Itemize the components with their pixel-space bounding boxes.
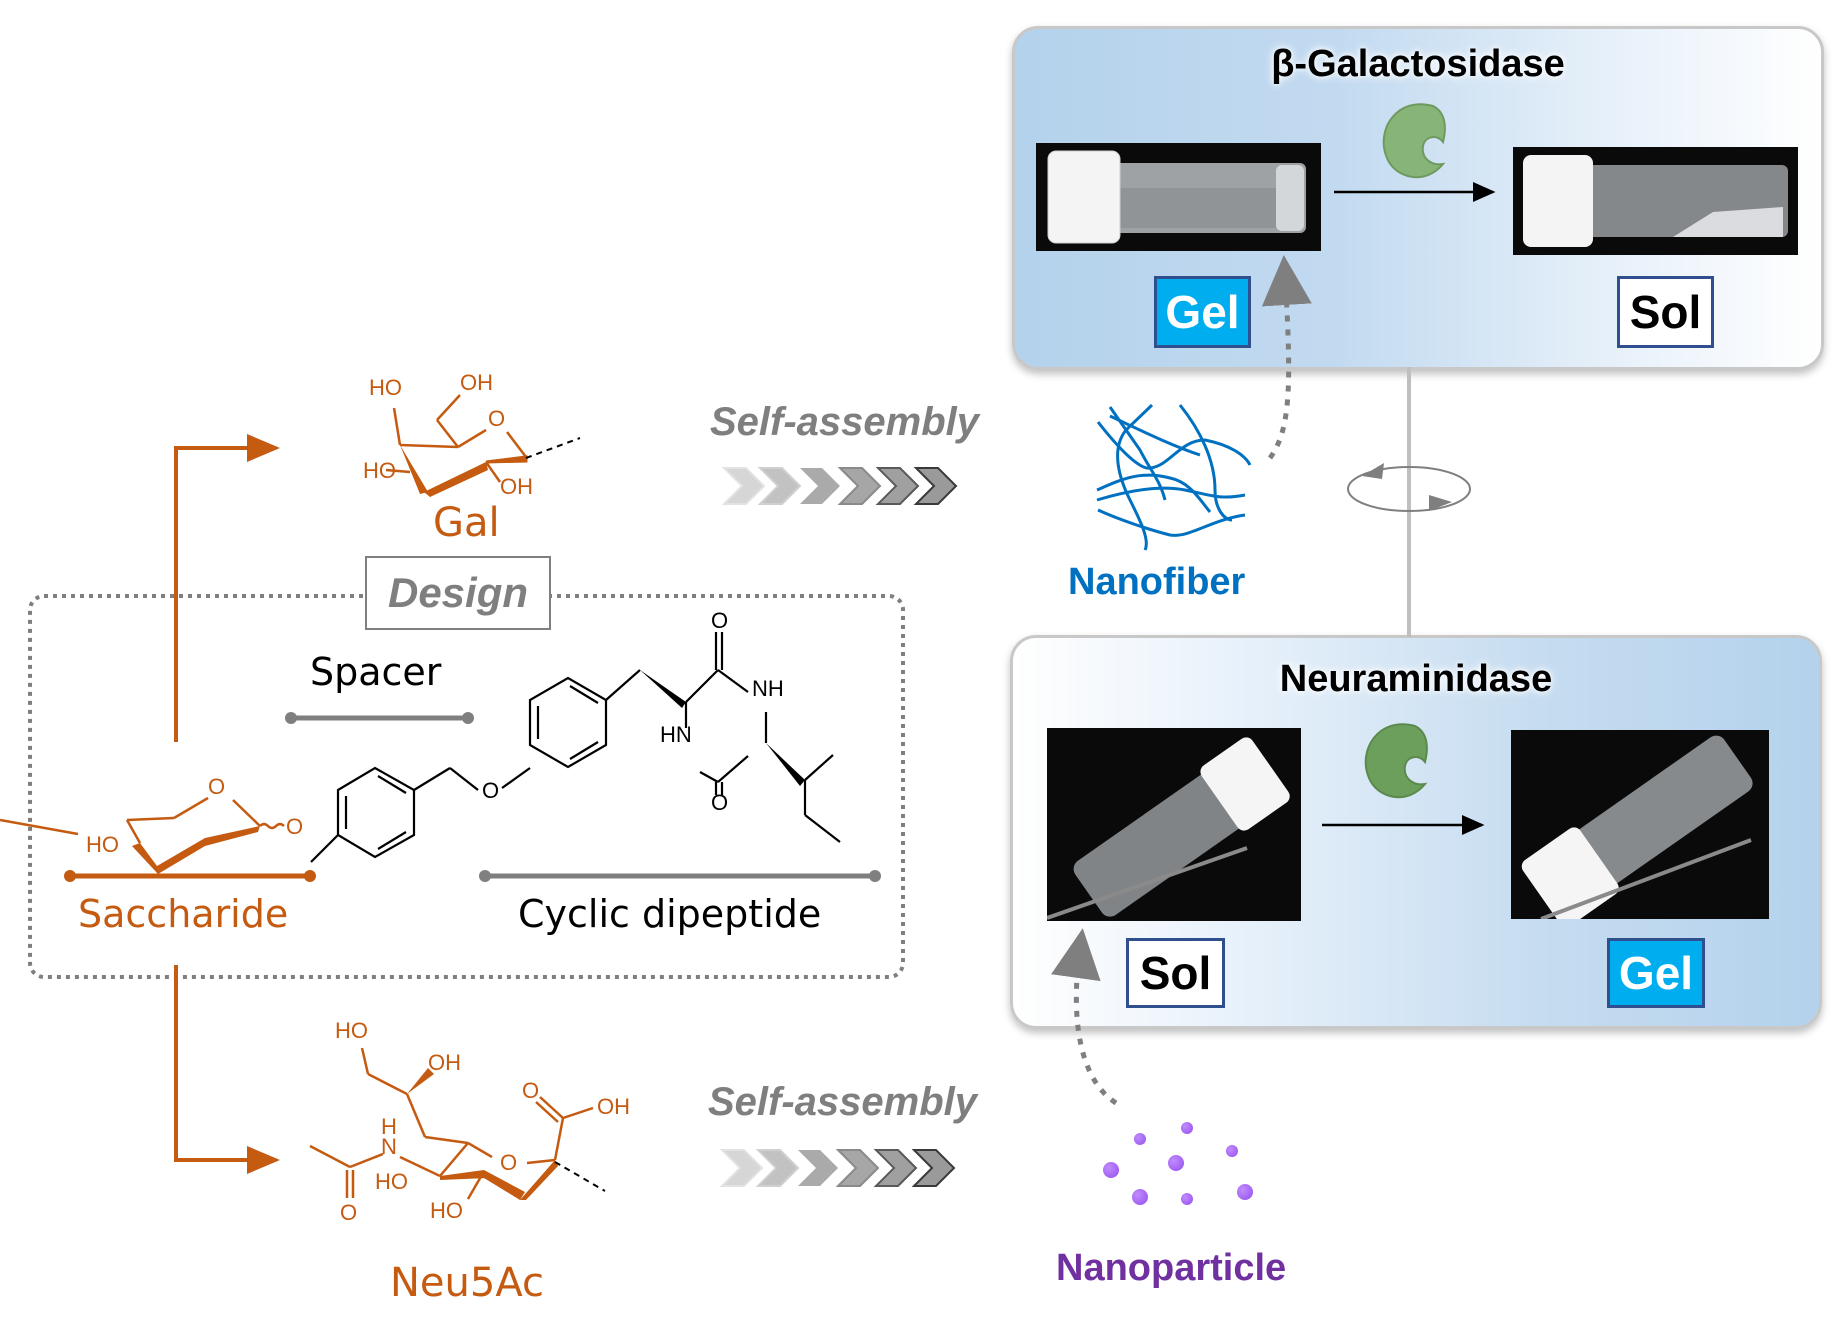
neu5ac-atom-ring-o: O <box>500 1150 518 1175</box>
vial-photo-sol-after-galactosidase <box>1513 147 1798 255</box>
neu5ac-atom-carbonyl-o: O <box>522 1078 540 1103</box>
saccharide-bar <box>64 870 316 882</box>
gal-atom-oh-top: OH <box>460 370 493 395</box>
spacer-label: Spacer <box>310 650 442 694</box>
self-assembly-label-top: Self-assembly <box>710 400 980 444</box>
design-atom-ring-o: O <box>208 774 226 799</box>
design-saccharide-structure <box>0 796 285 844</box>
panel-title-neuraminidase: Neuraminidase <box>1279 658 1553 700</box>
state-badge-sol-bottom: Sol <box>1126 938 1225 1008</box>
design-atom-carbonyl-top: O <box>711 608 729 633</box>
neu5ac-atom-h: H <box>381 1114 397 1139</box>
gal-label: Gal <box>433 500 500 546</box>
nanofiber-label: Nanofiber <box>1068 561 1246 603</box>
state-badge-gel-bottom: Gel <box>1607 938 1705 1008</box>
nanoparticle-icon <box>1103 1122 1253 1205</box>
design-atom-hn: HN <box>660 722 692 747</box>
cyclic-dipeptide-label: Cyclic dipeptide <box>518 892 822 936</box>
self-assembly-label-bottom: Self-assembly <box>708 1080 978 1124</box>
design-label: Design <box>365 556 551 630</box>
neu5ac-atom-amide-o: O <box>340 1200 358 1225</box>
design-atom-ether-o: O <box>482 778 500 803</box>
spacer-bar <box>285 712 474 724</box>
self-assembly-chevrons-top <box>721 467 958 505</box>
self-assembly-chevrons-bottom <box>719 1149 956 1187</box>
state-badge-gel-top: Gel <box>1154 276 1251 348</box>
neu5ac-atom-ho-bottom: HO <box>430 1198 463 1223</box>
spacer-peptide-structure <box>310 632 841 863</box>
stereo-wedge-1 <box>640 670 686 708</box>
design-atom-ho: HO <box>86 832 119 857</box>
nanoparticle-label: Nanoparticle <box>1056 1247 1287 1289</box>
neu5ac-atom-oh-mid: OH <box>428 1050 461 1075</box>
nanofiber-icon <box>1096 403 1252 551</box>
vial-photo-gel-after-neuraminidase <box>1511 730 1769 919</box>
neu5ac-atom-acid-oh: OH <box>597 1094 630 1119</box>
gal-wedge-left <box>400 445 428 494</box>
gal-atom-oh-bottom: OH <box>500 474 533 499</box>
saccharide-label: Saccharide <box>78 892 289 936</box>
neu5ac-atom-n: N <box>381 1134 397 1159</box>
cyclic-dipeptide-bar <box>479 870 881 882</box>
arrowhead-to-neu5ac <box>247 1146 280 1174</box>
gal-structure <box>385 394 527 483</box>
design-atom-nh: NH <box>752 676 784 701</box>
vial-photo-sol-before-neuraminidase <box>1047 728 1301 921</box>
dashed-arrow-nanoparticle-to-sol <box>1051 928 1118 1106</box>
state-badge-sol-top: Sol <box>1617 276 1714 348</box>
stereo-wedge-2 <box>766 743 805 786</box>
enzyme-icon-neuraminidase <box>1364 723 1428 799</box>
neu5ac-label: Neu5Ac <box>390 1260 544 1306</box>
neu5ac-atom-ho-ring: HO <box>375 1169 408 1194</box>
enzyme-icon-galactosidase <box>1382 103 1446 179</box>
gal-atom-ring-o: O <box>488 406 506 431</box>
arrowhead-to-gal <box>247 434 280 462</box>
neu5ac-atom-ho-top: HO <box>335 1018 368 1043</box>
gal-dashed-bond <box>525 437 581 459</box>
gal-atom-ho-top: HO <box>369 375 402 400</box>
vial-photo-gel-before-galactosidase <box>1036 143 1321 251</box>
reversible-cycle-icon <box>1347 463 1471 512</box>
saccharide-branch-arrows <box>174 446 250 1162</box>
gal-wedge-bottom <box>424 462 488 497</box>
gal-atom-ho-left: HO <box>363 458 396 483</box>
design-atom-carbonyl-bottom: O <box>711 790 729 815</box>
design-saccharide-wedge <box>132 826 260 874</box>
panel-title-beta-galactosidase: β-Galactosidase <box>1271 43 1565 85</box>
design-atom-glycosidic-o: O <box>286 814 304 839</box>
